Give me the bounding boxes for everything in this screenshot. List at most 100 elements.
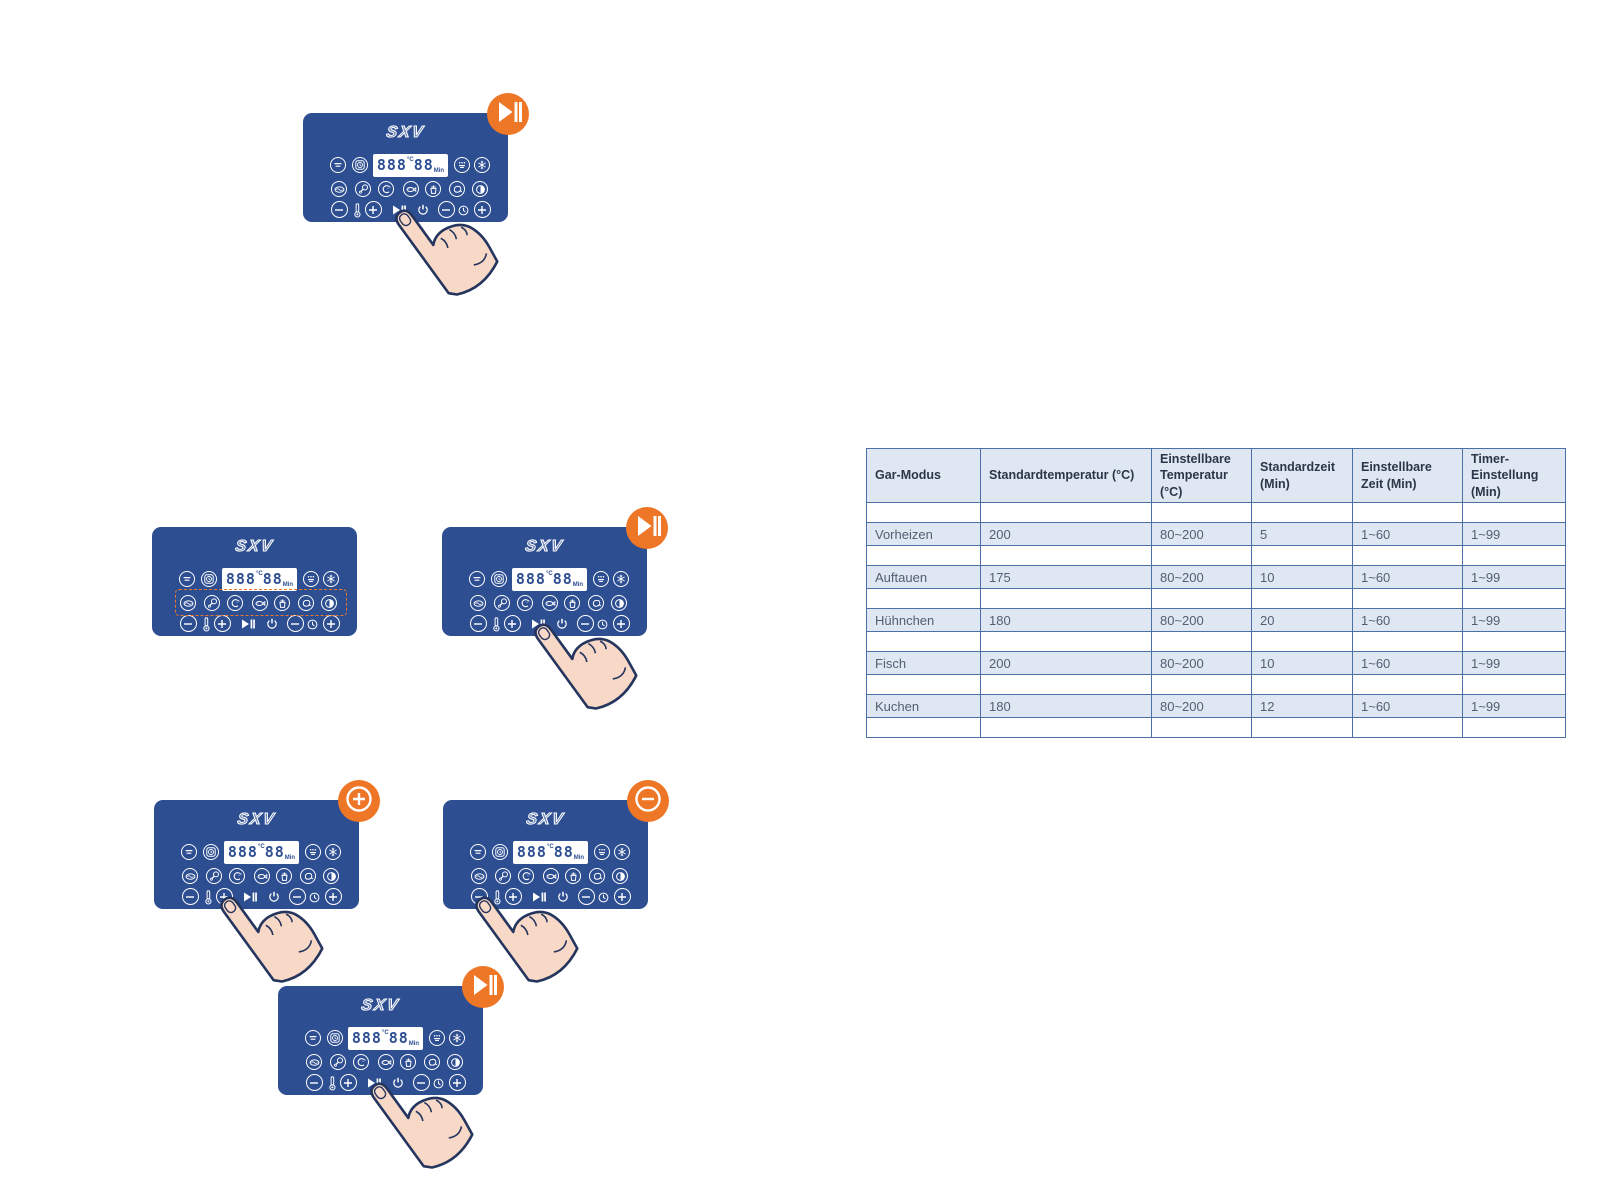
- temp-minus-button[interactable]: [305, 1074, 323, 1091]
- temp-minus-button[interactable]: [179, 615, 197, 632]
- thermometer-icon[interactable]: [493, 890, 502, 905]
- time-minus-button[interactable]: [412, 1074, 430, 1091]
- fish-icon[interactable]: [378, 1054, 394, 1070]
- bacon-icon[interactable]: [180, 595, 196, 611]
- steak-icon[interactable]: [612, 868, 628, 884]
- clock-icon[interactable]: [433, 1078, 444, 1089]
- chicken-icon[interactable]: [589, 868, 605, 884]
- power-button[interactable]: [268, 891, 280, 903]
- bacon-icon[interactable]: [470, 595, 486, 611]
- fries-icon[interactable]: [274, 595, 290, 611]
- temp-plus-button[interactable]: [364, 201, 382, 218]
- preheat-icon[interactable]: [470, 844, 486, 860]
- thermometer-icon[interactable]: [204, 890, 213, 905]
- time-minus-button[interactable]: [577, 888, 595, 905]
- drumstick-icon[interactable]: [494, 595, 510, 611]
- fish-icon[interactable]: [403, 181, 419, 197]
- fries-icon[interactable]: [276, 868, 292, 884]
- temp-plus-button[interactable]: [503, 615, 521, 632]
- chicken-icon[interactable]: [300, 868, 316, 884]
- fries-icon[interactable]: [400, 1054, 416, 1070]
- steak-icon[interactable]: [447, 1054, 463, 1070]
- fish-icon[interactable]: [543, 868, 559, 884]
- steak-icon[interactable]: [472, 181, 488, 197]
- thermometer-icon[interactable]: [202, 617, 211, 632]
- time-plus-button[interactable]: [322, 615, 340, 632]
- keep-warm-icon[interactable]: [454, 157, 470, 173]
- preheat-icon[interactable]: [181, 844, 197, 860]
- clock-icon[interactable]: [598, 892, 609, 903]
- preheat-icon[interactable]: [179, 571, 195, 587]
- temp-plus-button[interactable]: [215, 888, 233, 905]
- steak-icon[interactable]: [611, 595, 627, 611]
- delay-timer-icon[interactable]: [201, 571, 217, 587]
- keep-warm-icon[interactable]: [305, 844, 321, 860]
- bacon-icon[interactable]: [331, 181, 347, 197]
- play-pause-button[interactable]: [392, 205, 406, 215]
- keep-warm-icon[interactable]: [594, 844, 610, 860]
- temp-minus-button[interactable]: [469, 615, 487, 632]
- time-minus-button[interactable]: [437, 201, 455, 218]
- delay-timer-icon[interactable]: [327, 1030, 343, 1046]
- chicken-icon[interactable]: [298, 595, 314, 611]
- drumstick-icon[interactable]: [330, 1054, 346, 1070]
- fish-icon[interactable]: [254, 868, 270, 884]
- drumstick-icon[interactable]: [204, 595, 220, 611]
- clock-icon[interactable]: [597, 619, 608, 630]
- fish-icon[interactable]: [542, 595, 558, 611]
- temp-plus-button[interactable]: [339, 1074, 357, 1091]
- shrimp-icon[interactable]: [518, 868, 534, 884]
- preheat-icon[interactable]: [330, 157, 346, 173]
- fries-icon[interactable]: [565, 868, 581, 884]
- temp-minus-button[interactable]: [330, 201, 348, 218]
- preheat-icon[interactable]: [469, 571, 485, 587]
- time-minus-button[interactable]: [288, 888, 306, 905]
- steak-icon[interactable]: [323, 868, 339, 884]
- clock-icon[interactable]: [307, 619, 318, 630]
- thermometer-icon[interactable]: [328, 1076, 337, 1091]
- bacon-icon[interactable]: [306, 1054, 322, 1070]
- power-button[interactable]: [557, 891, 569, 903]
- shrimp-icon[interactable]: [517, 595, 533, 611]
- chicken-icon[interactable]: [449, 181, 465, 197]
- clock-icon[interactable]: [458, 205, 469, 216]
- shrimp-icon[interactable]: [353, 1054, 369, 1070]
- bacon-icon[interactable]: [471, 868, 487, 884]
- power-button[interactable]: [392, 1077, 404, 1089]
- drumstick-icon[interactable]: [355, 181, 371, 197]
- power-button[interactable]: [266, 618, 278, 630]
- fries-icon[interactable]: [564, 595, 580, 611]
- power-button[interactable]: [417, 204, 429, 216]
- time-minus-button[interactable]: [576, 615, 594, 632]
- defrost-icon[interactable]: [449, 1030, 465, 1046]
- keep-warm-icon[interactable]: [303, 571, 319, 587]
- time-plus-button[interactable]: [612, 615, 630, 632]
- defrost-icon[interactable]: [614, 844, 630, 860]
- delay-timer-icon[interactable]: [352, 157, 368, 173]
- time-plus-button[interactable]: [324, 888, 342, 905]
- keep-warm-icon[interactable]: [593, 571, 609, 587]
- play-pause-button[interactable]: [243, 892, 257, 902]
- temp-plus-button[interactable]: [504, 888, 522, 905]
- drumstick-icon[interactable]: [495, 868, 511, 884]
- play-pause-button[interactable]: [532, 892, 546, 902]
- play-pause-button[interactable]: [531, 619, 545, 629]
- defrost-icon[interactable]: [474, 157, 490, 173]
- keep-warm-icon[interactable]: [429, 1030, 445, 1046]
- steak-icon[interactable]: [321, 595, 337, 611]
- temp-plus-button[interactable]: [213, 615, 231, 632]
- shrimp-icon[interactable]: [378, 181, 394, 197]
- play-pause-button[interactable]: [367, 1078, 381, 1088]
- shrimp-icon[interactable]: [227, 595, 243, 611]
- thermometer-icon[interactable]: [492, 617, 501, 632]
- delay-timer-icon[interactable]: [492, 844, 508, 860]
- play-pause-button[interactable]: [241, 619, 255, 629]
- defrost-icon[interactable]: [325, 844, 341, 860]
- time-plus-button[interactable]: [448, 1074, 466, 1091]
- time-plus-button[interactable]: [473, 201, 491, 218]
- chicken-icon[interactable]: [424, 1054, 440, 1070]
- preheat-icon[interactable]: [305, 1030, 321, 1046]
- fish-icon[interactable]: [252, 595, 268, 611]
- delay-timer-icon[interactable]: [203, 844, 219, 860]
- power-button[interactable]: [556, 618, 568, 630]
